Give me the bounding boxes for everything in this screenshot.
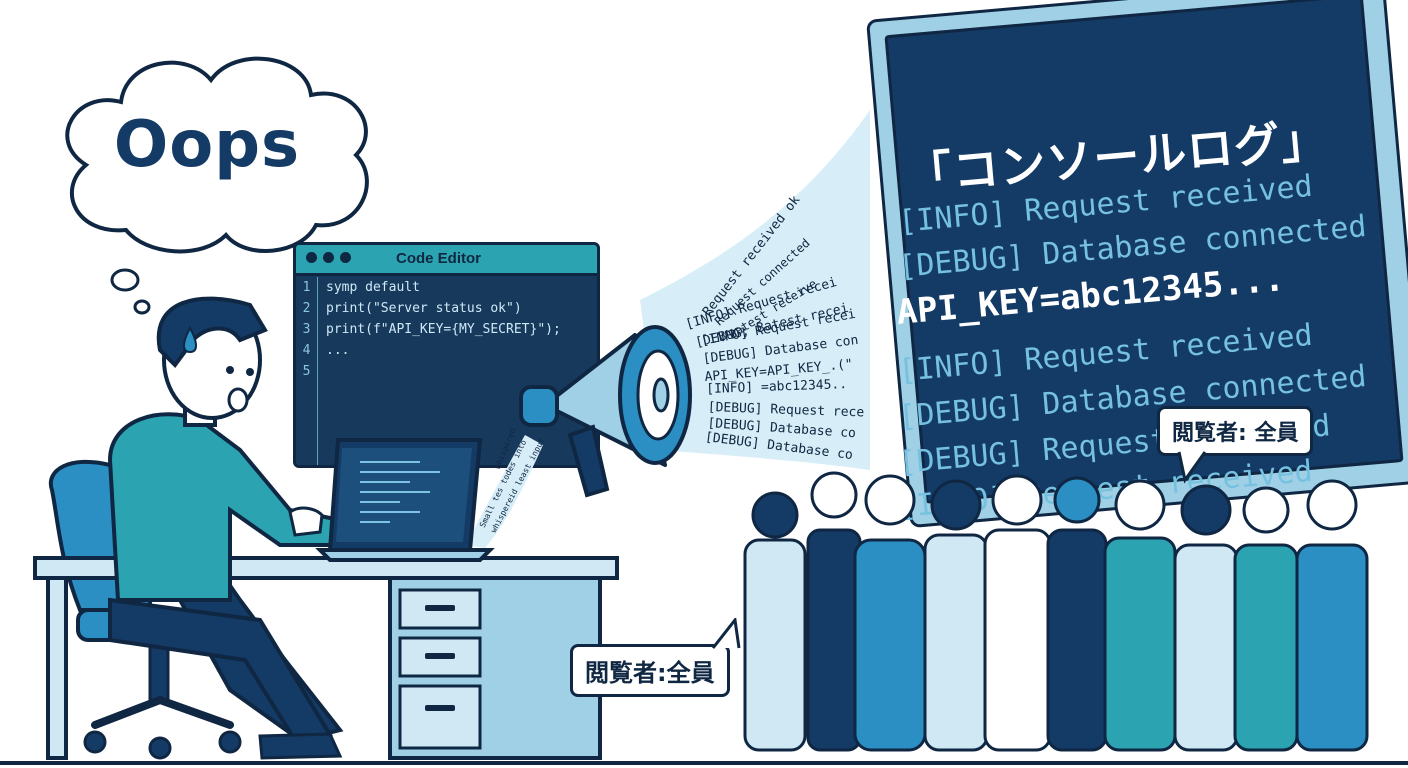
viewers-all-badge: 閲覧者: 全員 (1157, 406, 1314, 456)
thought-cloud (65, 56, 369, 254)
code-area: symp default print("Server status ok") p… (326, 277, 593, 382)
line-number: 2 (302, 301, 311, 316)
sweat-drop-icon (183, 325, 197, 354)
window-dot-icon (340, 252, 351, 263)
megaphone-icon (519, 325, 692, 498)
code-line: ... (326, 343, 350, 358)
line-number-gutter: 1 2 3 4 5 (296, 277, 318, 465)
line-number: 1 (302, 280, 311, 295)
line-number: 4 (302, 343, 311, 358)
code-line: symp default (326, 280, 420, 295)
viewers-all-badge: 閲覧者:全員 (570, 644, 730, 697)
developer-person (107, 296, 348, 760)
line-number: 3 (302, 322, 311, 337)
code-line: print("Server status ok") (326, 301, 522, 316)
window-dot-icon (323, 252, 334, 263)
whisper-band (465, 435, 543, 548)
laptop-icon (315, 438, 495, 562)
badge-tail (1177, 451, 1207, 484)
crowd-of-viewers (743, 471, 1369, 752)
line-number: 5 (302, 364, 311, 379)
badge-tail (711, 618, 741, 649)
editor-title-bar: Code Editor (296, 245, 597, 276)
editor-title: Code Editor (396, 250, 481, 267)
thought-bubbles (110, 268, 151, 315)
code-editor-window: Code Editor 1 2 3 4 5 symp default print… (293, 242, 600, 468)
window-dot-icon (306, 252, 317, 263)
code-line: print(f"API_KEY={MY_SECRET}"); (326, 322, 561, 337)
thought-text: Oops (113, 108, 301, 182)
